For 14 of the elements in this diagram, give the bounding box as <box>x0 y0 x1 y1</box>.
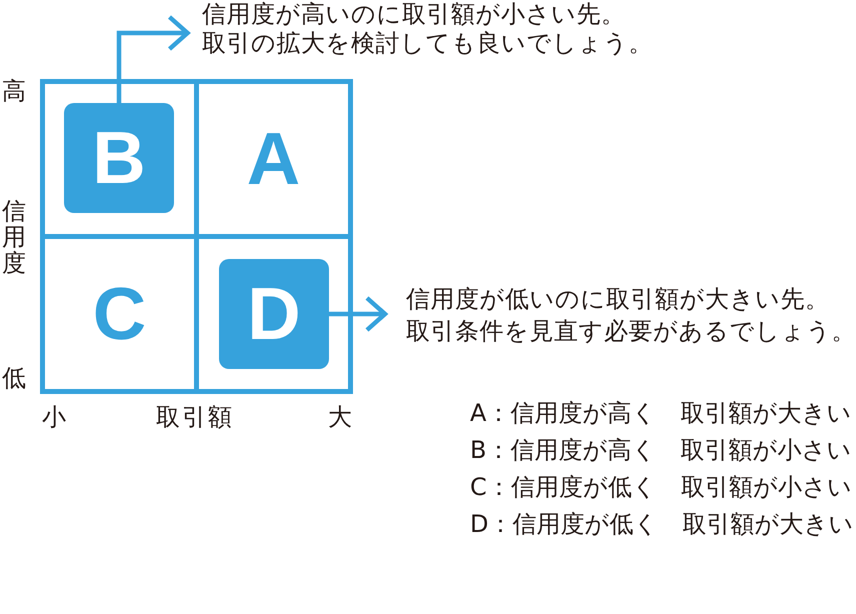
axis-label: 大 <box>328 405 352 429</box>
note-text: 信用度が高いのに取引額が小さい先。取引の拡大を検討しても良いでしょう。 <box>202 0 654 58</box>
axis-label: 信用度 <box>2 198 27 276</box>
arrow <box>329 296 388 332</box>
arrow <box>116 14 190 103</box>
quadrant-description: A：信用度が高く 取引額が大きい <box>470 401 852 425</box>
quadrant-description: B：信用度が高く 取引額が小さい <box>470 438 852 462</box>
axis-label: 取引額 <box>156 405 234 429</box>
axis-label: 高 <box>2 79 26 103</box>
quadrant-description: C：信用度が低く 取引額が小さい <box>470 475 852 499</box>
note-text: 信用度が低いのに取引額が大きい先。取引条件を見直す必要があるでしょう。 <box>406 283 856 347</box>
highlight-box: B <box>64 103 174 213</box>
highlight-box: D <box>219 259 329 369</box>
quadrant-description: D：信用度が低く 取引額が大きい <box>470 512 854 536</box>
